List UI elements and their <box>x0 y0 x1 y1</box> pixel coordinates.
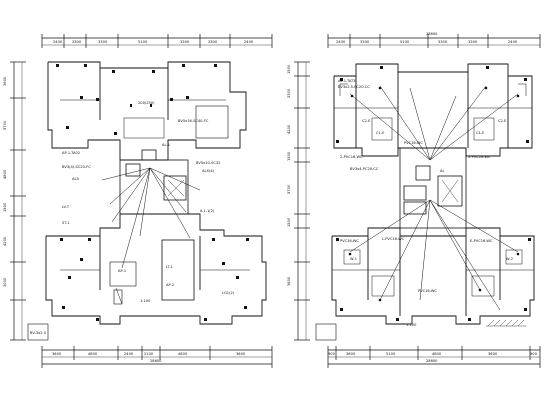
left-side-dim-1: 5700 <box>3 120 7 130</box>
left-box-small: A.1.1(2) <box>200 209 215 213</box>
right-side-dim-2: 4200 <box>287 124 291 134</box>
left-plan-text: 2400 2300 3300 5100 3300 2300 2400 3600 … <box>3 40 254 363</box>
right-side-dim-3: 1500 <box>287 151 291 161</box>
right-legend-box <box>315 323 337 341</box>
right-note-d: PVC16-WC <box>404 141 423 145</box>
right-bottom-total: 28600 <box>426 359 438 363</box>
left-note-m: LG1(2) <box>222 291 235 295</box>
right-top-dim-1: 3300 <box>360 40 370 44</box>
right-note-a: AL-1-TAT3 <box>338 79 356 83</box>
left-bottom-dim-1: 4800 <box>88 352 98 356</box>
left-top-dim-6: 2400 <box>244 40 254 44</box>
right-bottom-dim-0: 900 <box>328 352 336 356</box>
left-note-e: AL3 <box>72 177 79 181</box>
left-side-dim-3: 1500 <box>3 202 7 212</box>
right-bottom-dim-4: 3600 <box>488 352 498 356</box>
left-note-i: AP-1 <box>118 269 126 273</box>
right-note-e: 2-PVC16-WC <box>468 155 491 159</box>
right-room-1: C1-E <box>376 131 385 135</box>
right-note-f: PVC16-WC <box>340 239 359 243</box>
left-note-l: 1:100 <box>140 299 151 303</box>
right-wiring <box>339 83 527 311</box>
right-side-dim-1: 3300 <box>287 88 291 98</box>
right-core <box>399 147 467 229</box>
right-bottom-dim-2: 5100 <box>386 352 396 356</box>
left-note-a: AP-1-TA02 <box>62 151 80 155</box>
left-note-d: BV5x10-SC32 <box>196 161 220 165</box>
left-lower-wing <box>45 213 267 325</box>
left-upper-wing <box>47 61 247 161</box>
left-bottom-dim-5: 3600 <box>236 352 246 356</box>
left-top-dim-5: 2300 <box>208 40 218 44</box>
right-columns <box>336 66 531 321</box>
left-box-right: ALX(4) <box>202 169 215 173</box>
right-hatch <box>486 319 526 327</box>
left-note-g: ST-1 <box>62 221 70 225</box>
right-note-h: E-PVC16-WC <box>470 239 493 243</box>
left-note-n: BV-3x2.5 <box>30 331 46 335</box>
left-note-j: LT-1 <box>166 265 173 269</box>
left-side-dim-0: 3600 <box>3 76 7 86</box>
left-lower-columns <box>60 238 249 321</box>
right-room-0: C2-E <box>362 119 371 123</box>
right-bottom-dim-5: 900 <box>530 352 538 356</box>
left-top-dim-2: 3300 <box>98 40 108 44</box>
left-note-c: AL-1 <box>162 143 170 147</box>
left-room-label-top: 200(250) <box>138 101 155 105</box>
left-side-dim-5: 3000 <box>3 277 7 287</box>
left-top-dim-1: 2300 <box>72 40 82 44</box>
right-note-j: 1:100 <box>406 323 417 327</box>
left-top-dim-4: 3300 <box>180 40 190 44</box>
right-note-i: AL <box>440 169 444 173</box>
right-side-dim-4: 5700 <box>287 184 291 194</box>
left-note-k: AP-2 <box>166 283 174 287</box>
left-note-f: LV-T <box>62 205 70 209</box>
left-top-dim-3: 5100 <box>138 40 148 44</box>
right-room-2: C2-E <box>498 119 507 123</box>
right-top-total: 28600 <box>426 32 438 36</box>
right-upper-wing <box>333 63 533 157</box>
right-side-dim-6: 3600 <box>287 276 291 286</box>
left-side-dim-2: 4800 <box>3 169 7 179</box>
right-top-dim-5: 2400 <box>508 40 518 44</box>
left-core <box>101 149 201 269</box>
right-note-l: PVC16-WC <box>418 289 437 293</box>
right-floor-plan <box>294 34 541 368</box>
right-bottom-dim-3: 4800 <box>432 352 442 356</box>
right-note-b: BV3x2.5-PC20-CC <box>338 85 370 89</box>
right-plan-text: 2400 3300 5100 3300 3300 2400 28600 900 … <box>287 32 538 363</box>
left-top-ticks <box>41 34 273 48</box>
left-top-dim-0: 2400 <box>53 40 63 44</box>
right-room-4: W-1 <box>350 257 357 261</box>
right-room-3: C1-E <box>476 131 485 135</box>
left-side-ticks <box>10 61 26 341</box>
left-legend-box <box>27 323 49 341</box>
right-lower-wing <box>331 227 535 325</box>
right-side-dim-0: 1500 <box>287 64 291 74</box>
right-top-dim-2: 5100 <box>400 40 410 44</box>
right-room-5: W-2 <box>506 257 513 261</box>
right-note-c: 2-PVC16-WC <box>340 155 363 159</box>
right-top-dim-0: 2400 <box>336 40 346 44</box>
left-bottom-dim-3: 2100 <box>144 352 154 356</box>
right-top-dim-4: 3300 <box>468 40 478 44</box>
right-side-dim-5: 1500 <box>287 217 291 227</box>
left-upper-columns <box>56 64 217 135</box>
left-side-dim-4: 4200 <box>3 236 7 246</box>
right-note-g: L-PVC16-WC <box>382 237 405 241</box>
left-bottom-dim-0: 3600 <box>52 352 62 356</box>
left-note-b: BV3(4)-SC20-FC <box>62 165 91 169</box>
left-bottom-total: 28600 <box>150 359 162 363</box>
left-bottom-dim-4: 4800 <box>178 352 188 356</box>
right-top-dim-3: 3300 <box>438 40 448 44</box>
left-note-h: BV5x16-SC40-FC <box>178 119 209 123</box>
left-bottom-dim-2: 2400 <box>124 352 134 356</box>
right-note-k: BV3x4-PC20-CC <box>350 167 379 171</box>
left-floor-plan <box>10 34 273 368</box>
right-bottom-dim-1: 3600 <box>346 352 356 356</box>
